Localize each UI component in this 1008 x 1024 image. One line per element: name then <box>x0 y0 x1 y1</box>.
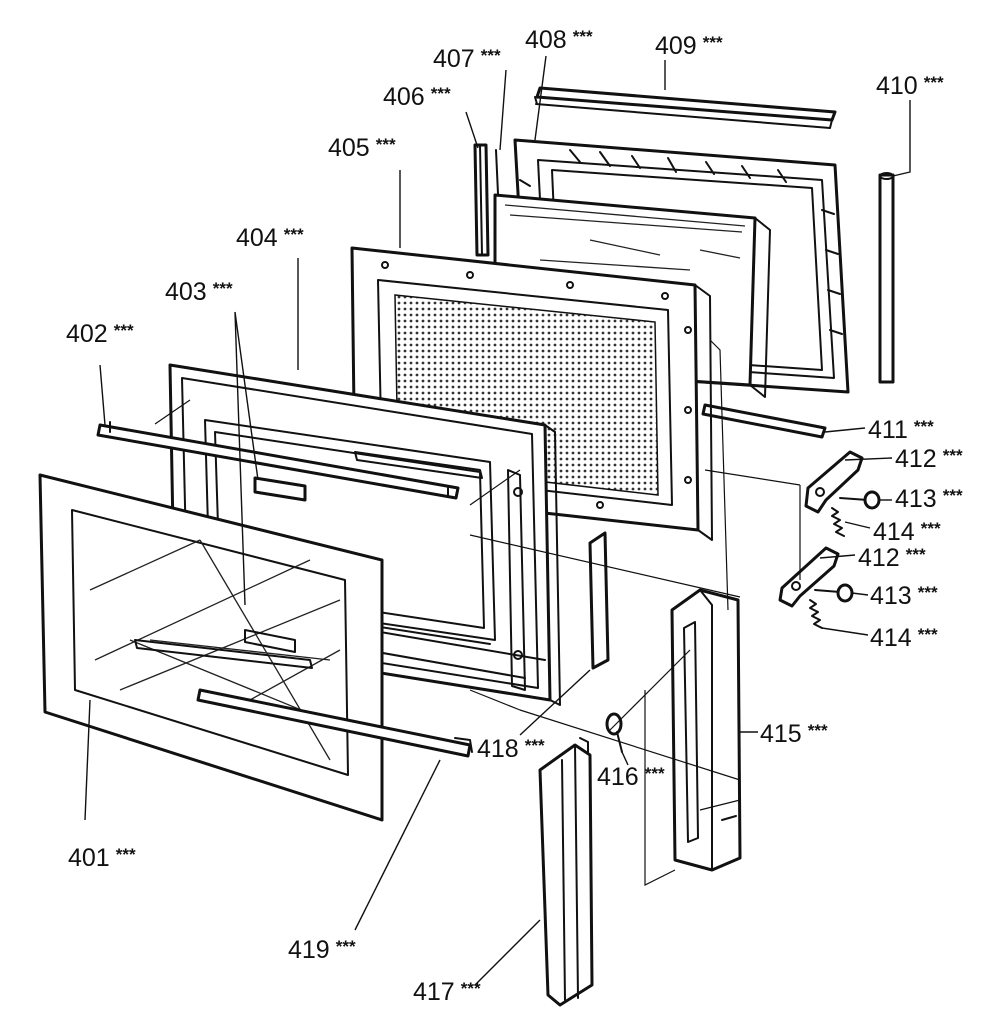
callout-412-lower: 412*** <box>858 544 926 572</box>
callout-416: 416*** <box>597 763 665 791</box>
callout-410: 410*** <box>876 72 944 100</box>
leader-lines <box>84 55 911 986</box>
callout-418: 418*** <box>477 735 545 763</box>
callout-413-lower: 413*** <box>870 582 938 610</box>
callout-401: 401*** <box>68 844 136 872</box>
callout-412-upper: 412*** <box>895 445 963 473</box>
callout-406: 406*** <box>383 83 451 111</box>
callout-411: 411*** <box>868 416 934 444</box>
assembly-guide-lines <box>154 339 801 886</box>
part-419-bottom-rail <box>196 688 473 758</box>
part-414-spring-lower <box>809 599 823 629</box>
part-417-front-handle <box>538 737 594 1007</box>
callout-403: 403*** <box>165 278 233 306</box>
callout-404: 404*** <box>236 224 304 252</box>
part-415-handle-bracket <box>670 588 742 872</box>
part-413-pin-lower <box>814 583 854 603</box>
callout-409: 409*** <box>655 32 723 60</box>
callout-labels: 401*** 402*** 403*** 404*** 405*** 406**… <box>66 26 963 1006</box>
callout-405: 405*** <box>328 134 396 162</box>
part-412-latch-lower <box>778 546 840 608</box>
callout-402: 402*** <box>66 320 134 348</box>
part-411-bottom-bar <box>701 403 827 439</box>
part-402-top-bar <box>96 421 460 500</box>
callout-413-upper: 413*** <box>895 485 963 513</box>
part-418-side-strip <box>588 531 610 670</box>
part-409-top-strip <box>534 86 837 129</box>
callout-407: 407*** <box>433 45 501 73</box>
callout-408: 408*** <box>525 26 593 54</box>
part-413-pin-upper <box>839 490 881 510</box>
callout-414-upper: 414*** <box>873 518 941 546</box>
part-410-side-rod <box>878 172 895 384</box>
callout-417: 417*** <box>413 978 481 1006</box>
part-406-strip <box>473 143 490 257</box>
callout-415: 415*** <box>760 720 828 748</box>
part-412-latch-upper <box>804 450 864 514</box>
part-401-outer-door <box>38 473 384 822</box>
callout-419: 419*** <box>288 936 356 964</box>
part-414-spring-upper <box>831 507 845 537</box>
callout-414-lower: 414*** <box>870 624 938 652</box>
